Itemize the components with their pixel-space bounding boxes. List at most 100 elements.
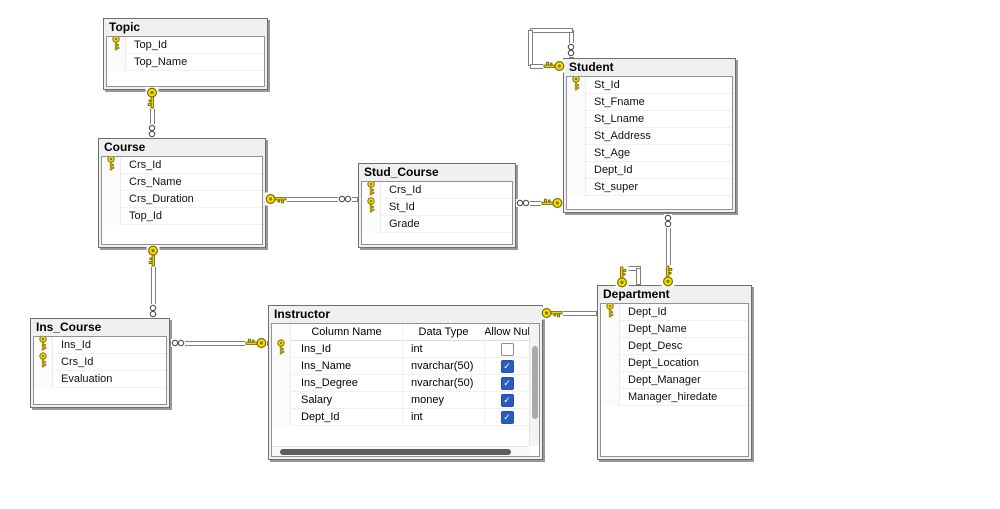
- column-name-label: Evaluation: [61, 373, 113, 385]
- column-name-label: Dept_Id: [594, 164, 633, 176]
- table-title[interactable]: Student: [569, 60, 614, 74]
- column-row[interactable]: St_Address: [567, 127, 732, 145]
- horizontal-scrollbar-thumb[interactable]: [279, 449, 511, 455]
- column-name-label: Crs_Duration: [129, 193, 194, 205]
- key-cell: [272, 324, 291, 341]
- column-row[interactable]: Dept_Id: [601, 304, 748, 321]
- column-row[interactable]: Crs_Id: [34, 351, 166, 371]
- primary-key-icon: [111, 37, 121, 56]
- column-row[interactable]: St_Id: [362, 196, 512, 216]
- column-name-label: St_Fname: [594, 96, 645, 108]
- allow-nulls-checkbox[interactable]: [500, 342, 514, 356]
- primary-key-icon: [38, 337, 48, 356]
- key-cell: [362, 182, 381, 199]
- horizontal-scrollbar[interactable]: [272, 446, 529, 456]
- allow-nulls-checkbox[interactable]: ✓: [500, 393, 514, 407]
- column-row[interactable]: Crs_Id: [362, 182, 512, 199]
- column-name-label: Top_Id: [129, 210, 163, 222]
- column-name-label: Manager_hiredate: [628, 391, 718, 403]
- column-name-label: Crs_Id: [389, 184, 422, 196]
- column-row[interactable]: Top_Name: [107, 53, 264, 71]
- key-cell: [567, 93, 586, 111]
- key-cell: [567, 178, 586, 196]
- column-row[interactable]: Top_Id: [102, 207, 262, 225]
- column-row[interactable]: Manager_hiredate: [601, 388, 748, 406]
- primary-key-icon: [605, 304, 615, 323]
- column-name-cell: Salary: [291, 391, 403, 409]
- allow-nulls-checkbox[interactable]: ✓: [500, 376, 514, 390]
- vertical-scrollbar[interactable]: [529, 324, 539, 446]
- relationship-line-fk-student-self[interactable]: [530, 28, 573, 33]
- key-cell: [34, 370, 53, 388]
- column-row[interactable]: Ins_Id: [34, 337, 166, 354]
- table-title[interactable]: Topic: [109, 20, 141, 34]
- column-name-label: Dept_Id: [628, 306, 667, 318]
- allow-nulls-cell: ✓: [485, 392, 529, 409]
- key-cell: [601, 371, 620, 389]
- column-row[interactable]: Evaluation: [34, 370, 166, 388]
- key-cell: [567, 77, 586, 94]
- key-cell: [102, 157, 121, 174]
- allow-nulls-checkbox[interactable]: ✓: [500, 410, 514, 424]
- column-row[interactable]: St_Fname: [567, 93, 732, 111]
- key-cell: [272, 408, 291, 426]
- column-name-label: St_Id: [389, 201, 415, 213]
- column-row[interactable]: Crs_Id: [102, 157, 262, 174]
- key-cell: [34, 337, 53, 354]
- column-row[interactable]: Top_Id: [107, 37, 264, 54]
- column-name-label: St_Id: [594, 79, 620, 91]
- relationship-line-fk-student-self[interactable]: [528, 30, 533, 66]
- column-name-cell: Dept_Id: [291, 408, 403, 426]
- vertical-scrollbar-thumb[interactable]: [532, 345, 538, 420]
- column-row[interactable]: Grade: [362, 215, 512, 233]
- table-title[interactable]: Course: [104, 140, 146, 154]
- column-name-label: St_Age: [594, 147, 631, 159]
- column-row[interactable]: Crs_Name: [102, 173, 262, 191]
- column-row[interactable]: St_super: [567, 178, 732, 196]
- column-name-label: Crs_Id: [129, 159, 162, 171]
- column-row[interactable]: Dept_Desc: [601, 337, 748, 355]
- column-row[interactable]: St_Id: [567, 77, 732, 94]
- column-row[interactable]: Dept_Id: [567, 161, 732, 179]
- relationship-line-fk-department-self[interactable]: [636, 268, 641, 285]
- column-row[interactable]: St_Lname: [567, 110, 732, 128]
- relationship-line-fk-inscourse-instructor[interactable]: [170, 341, 268, 346]
- column-name-label: Top_Name: [134, 56, 188, 68]
- table-title[interactable]: Department: [603, 287, 670, 301]
- grid-header-name: Column Name: [291, 324, 403, 341]
- column-row[interactable]: St_Age: [567, 144, 732, 162]
- column-name-label: Ins_Id: [61, 339, 91, 351]
- table-title[interactable]: Stud_Course: [364, 165, 439, 179]
- data-type-cell: int: [403, 408, 485, 426]
- key-cell: [272, 357, 291, 375]
- key-cell: [102, 190, 121, 208]
- key-cell: [272, 391, 291, 409]
- column-row[interactable]: Dept_Manager: [601, 371, 748, 389]
- allow-nulls-checkbox[interactable]: ✓: [500, 359, 514, 373]
- column-row[interactable]: Dept_Location: [601, 354, 748, 372]
- column-row[interactable]: Crs_Duration: [102, 190, 262, 208]
- primary-key-icon: [276, 338, 286, 360]
- table-title[interactable]: Ins_Course: [36, 320, 102, 334]
- column-row[interactable]: Dept_Name: [601, 320, 748, 338]
- key-cell: [601, 337, 620, 355]
- table-title[interactable]: Instructor: [274, 307, 331, 321]
